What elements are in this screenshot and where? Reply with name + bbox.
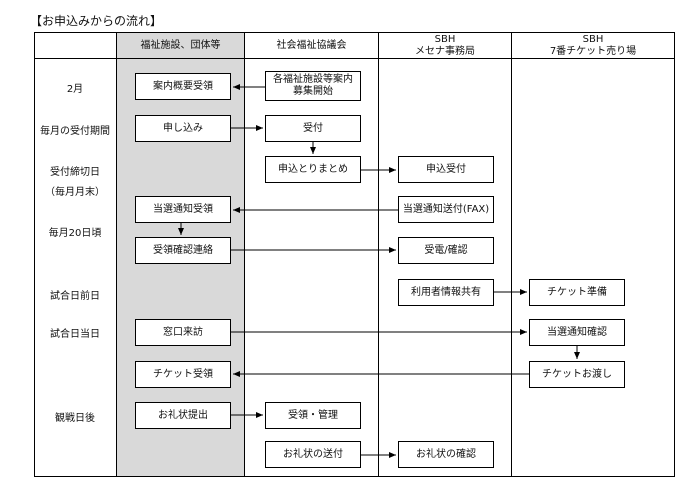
box-text: 当選通知確認	[547, 326, 607, 338]
process-box: 受領確認連絡	[135, 237, 231, 264]
column-header-applicant: 福祉施設、団体等	[117, 33, 244, 58]
flow-table-frame	[34, 32, 675, 477]
row-label: 毎月の受付期間	[40, 126, 110, 137]
row-label: 観戦日後	[55, 413, 95, 424]
box-text: お礼状の確認	[416, 448, 476, 460]
process-box: 申込とりまとめ	[265, 156, 361, 183]
process-box: チケット受領	[135, 361, 231, 388]
box-text: 受領・管理	[288, 409, 338, 421]
process-box: 当選通知確認	[529, 319, 625, 346]
box-text: 申込とりまとめ	[278, 163, 348, 175]
process-box: お礼状提出	[135, 402, 231, 429]
box-text: 窓口来訪	[163, 326, 203, 338]
process-box: 受電/確認	[398, 237, 494, 264]
row-label: 毎月20日頃	[48, 228, 102, 239]
column-divider	[378, 32, 379, 477]
box-text: チケット受領	[153, 368, 213, 380]
box-text: 受付	[303, 122, 323, 134]
box-text: 申込受付	[426, 163, 466, 175]
header-divider	[34, 58, 675, 59]
page-title: 【お申込みからの流れ】	[30, 14, 163, 28]
box-text: 申し込み	[163, 122, 203, 134]
process-box: 申し込み	[135, 115, 231, 142]
process-box: 当選通知受領	[135, 196, 231, 223]
box-text: 受電/確認	[424, 244, 468, 256]
row-label: 試合日前日	[50, 291, 100, 302]
box-text: 案内概要受領	[153, 80, 213, 92]
process-box: チケットお渡し	[529, 361, 625, 388]
process-box: 申込受付	[398, 156, 494, 183]
column-divider	[116, 32, 117, 477]
box-text: チケット準備	[547, 286, 607, 298]
box-text: 受領確認連絡	[153, 244, 213, 256]
box-text: 当選通知受領	[153, 203, 213, 215]
box-text: 利用者情報共有	[411, 286, 481, 298]
column-header-social-welfare-council: 社会福祉協議会	[245, 33, 378, 58]
process-box: お礼状の送付	[265, 441, 361, 468]
column-divider	[511, 32, 512, 477]
box-text: お礼状提出	[158, 409, 208, 421]
header-line: 社会福祉協議会	[276, 39, 347, 51]
box-text: 募集開始	[293, 86, 333, 97]
row-label: 受付締切日	[50, 167, 100, 178]
header-line: SBH	[434, 33, 456, 45]
header-line: SBH	[582, 33, 604, 45]
box-text: 各福祉施設等案内	[273, 74, 353, 85]
process-box: お礼状の確認	[398, 441, 494, 468]
header-line: 7番チケット売り場	[549, 45, 637, 57]
header-line: メセナ事務局	[415, 45, 475, 57]
row-label: （毎月月末）	[45, 187, 105, 198]
column-header-ticket-booth: SBH 7番チケット売り場	[512, 33, 674, 58]
process-box: 窓口来訪	[135, 319, 231, 346]
header-line: 福祉施設、団体等	[140, 39, 221, 51]
column-header-mecenat-office: SBH メセナ事務局	[379, 33, 511, 58]
row-label: 2月	[66, 84, 84, 95]
process-box: 各福祉施設等案内 募集開始	[265, 71, 361, 101]
process-box: 当選通知送付(FAX)	[398, 196, 494, 223]
process-box: 利用者情報共有	[398, 279, 494, 306]
process-box: 受付	[265, 115, 361, 142]
box-text: お礼状の送付	[283, 448, 343, 460]
column-divider	[244, 32, 245, 477]
row-label: 試合日当日	[50, 329, 100, 340]
process-box: 案内概要受領	[135, 73, 231, 100]
process-box: 受領・管理	[265, 402, 361, 429]
box-text: チケットお渡し	[542, 368, 612, 380]
box-text: 当選通知送付(FAX)	[402, 203, 490, 215]
process-box: チケット準備	[529, 279, 625, 306]
